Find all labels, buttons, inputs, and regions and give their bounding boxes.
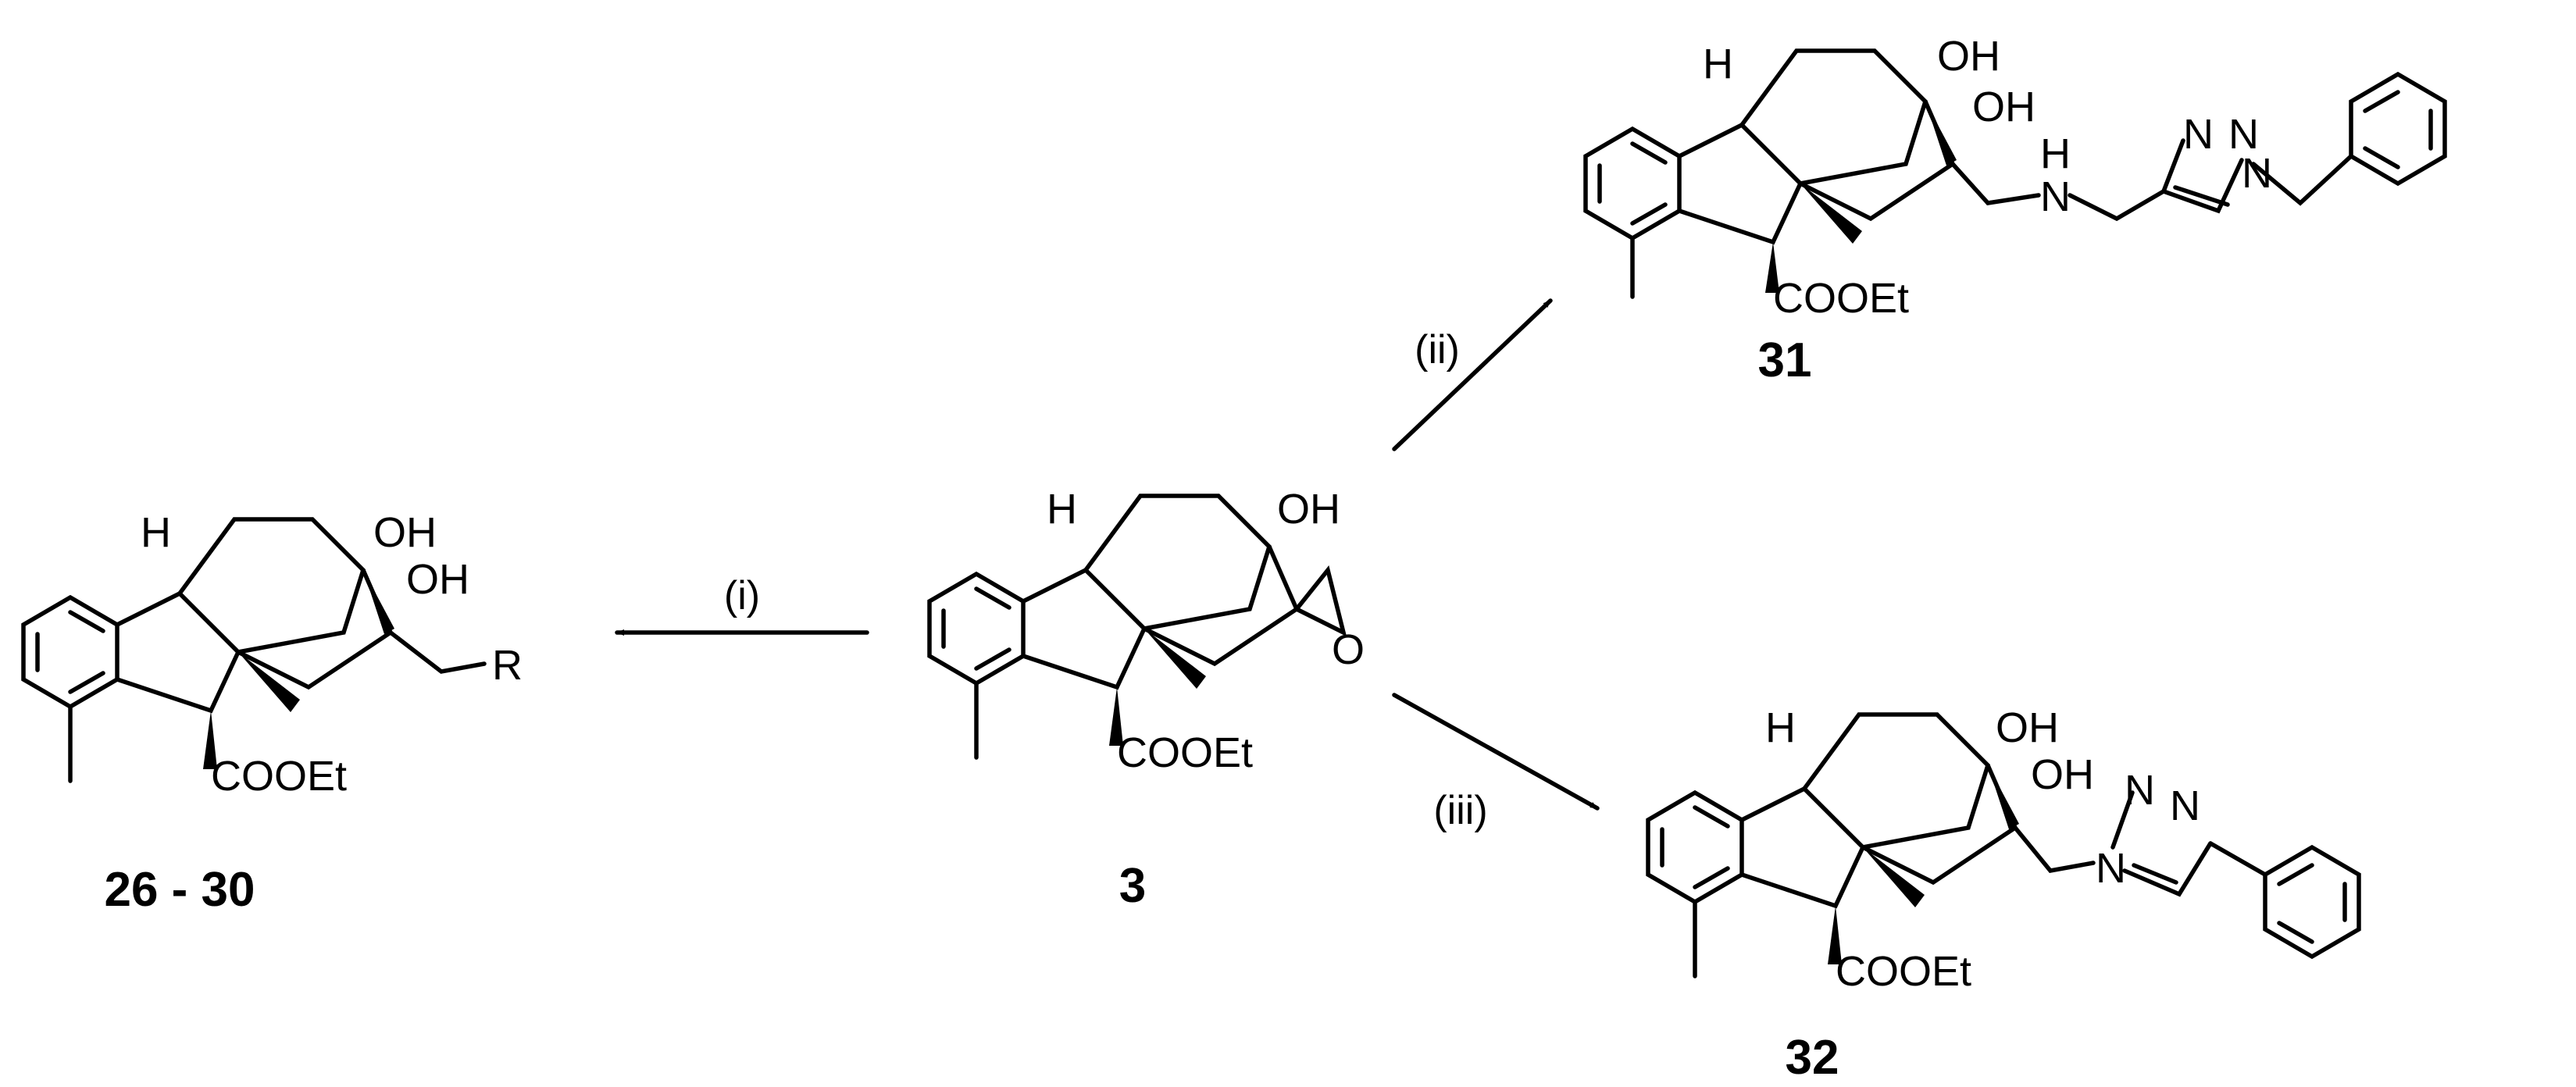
- epoxide-o-label: O: [1332, 626, 1365, 673]
- oh-label: OH: [406, 556, 469, 603]
- ester-label: COOEt: [1117, 729, 1253, 776]
- oh-label: OH: [1996, 704, 2059, 751]
- ester-label: COOEt: [211, 753, 347, 800]
- nh-h-label: H: [2040, 130, 2071, 177]
- oh-label: OH: [373, 509, 437, 556]
- ester-label: COOEt: [1773, 275, 1909, 322]
- triazole-n-label: N: [2183, 111, 2214, 158]
- condition-i: (i): [724, 573, 760, 618]
- triazole-n-label: N: [2228, 111, 2259, 158]
- oh-label: OH: [1972, 84, 2035, 130]
- condition-iii: (iii): [1433, 788, 1487, 833]
- compound-number: 3: [1119, 859, 1146, 913]
- compound-26-30: COOEt OH OH R H 26 - 30: [21, 509, 523, 917]
- h-label: H: [1703, 41, 1733, 87]
- compound-number: 31: [1758, 333, 1812, 387]
- compound-3: COOEt OH O H: [927, 486, 1365, 776]
- h-label: H: [1765, 704, 1796, 751]
- triazole-n-label: N: [2125, 767, 2155, 814]
- compound-31: COOEt OH OH N H N N N H: [1583, 33, 2447, 322]
- r-group-label: R: [492, 642, 523, 689]
- oh-label: OH: [1937, 33, 2000, 80]
- oh-label: OH: [2031, 751, 2094, 798]
- compound-number: 26 - 30: [104, 863, 255, 917]
- condition-ii: (ii): [1415, 327, 1460, 372]
- compound-32: COOEt OH OH N N N H: [1646, 704, 2361, 995]
- ester-label: COOEt: [1836, 948, 1971, 995]
- arrow-iii: [1392, 693, 1600, 811]
- oh-label: OH: [1277, 486, 1340, 533]
- compound-number: 32: [1786, 1031, 1839, 1085]
- h-label: H: [1047, 486, 1077, 533]
- nh-label: N: [2040, 173, 2071, 220]
- triazole-n-label: N: [2096, 845, 2126, 892]
- triazole-n-label: N: [2170, 782, 2200, 829]
- triazole-n-label: N: [2242, 150, 2272, 197]
- h-label: H: [141, 509, 171, 556]
- arrow-ii: [1392, 298, 1553, 451]
